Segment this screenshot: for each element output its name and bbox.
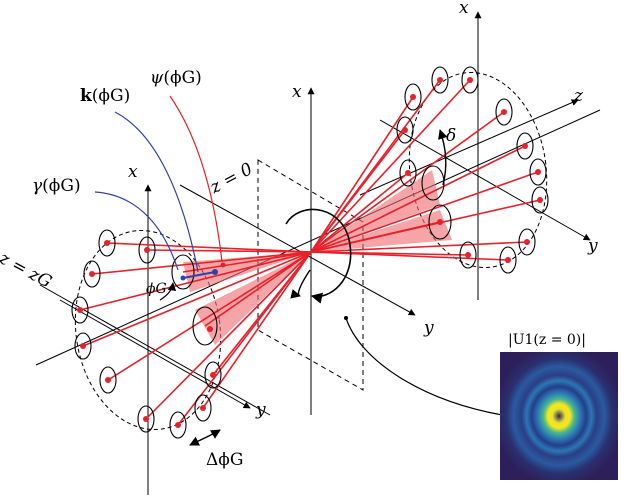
- label-left-x: x: [128, 162, 138, 182]
- label-k: k(ϕG): [80, 86, 131, 106]
- label-right-x: x: [459, 0, 469, 18]
- k-vector: [182, 271, 216, 279]
- gamma-pointer-line: [94, 191, 179, 271]
- red-rays: [79, 79, 541, 426]
- right-beam-dots: [402, 77, 543, 263]
- center-z-axis: [35, 109, 601, 366]
- inset-title: |U1(z = 0)|: [508, 332, 586, 348]
- rotation-arrow-lower: [290, 269, 311, 299]
- k-pointer-line: [114, 111, 199, 273]
- left-beam-dots: [77, 240, 226, 428]
- label-center-y: y: [424, 318, 434, 338]
- phiG-arc: [159, 282, 177, 301]
- delta-arc: [438, 129, 448, 186]
- psi-pointer-line: [169, 95, 223, 263]
- inset-pointer-curve: [345, 317, 503, 416]
- label-gamma: γ(ϕG): [32, 176, 81, 196]
- label-right-z: z: [574, 86, 583, 106]
- label-left-y: y: [256, 400, 266, 420]
- center-y-axis: [179, 184, 416, 316]
- k-vector-tail: [180, 275, 186, 281]
- label-right-y: y: [588, 236, 598, 256]
- label-psi: ψ(ϕG): [150, 68, 202, 88]
- delta-phiG-arrow: [189, 429, 221, 446]
- label-delta: δ: [446, 126, 457, 146]
- left-beam-ellipses: [71, 229, 222, 439]
- k-vector-head: [212, 269, 218, 275]
- label-phiG: ϕG: [146, 281, 167, 297]
- right-beam-ellipses: [396, 66, 549, 274]
- inset-intensity-image: [500, 352, 618, 480]
- beam-cones: [183, 170, 452, 345]
- left-y-axis: [59, 299, 251, 409]
- rotation-arrow-center: [285, 208, 352, 304]
- label-delta-phiG: ΔϕG: [206, 450, 244, 470]
- label-center-x: x: [292, 82, 302, 102]
- right-z-axis: [359, 99, 579, 196]
- z0-plane: [257, 159, 364, 391]
